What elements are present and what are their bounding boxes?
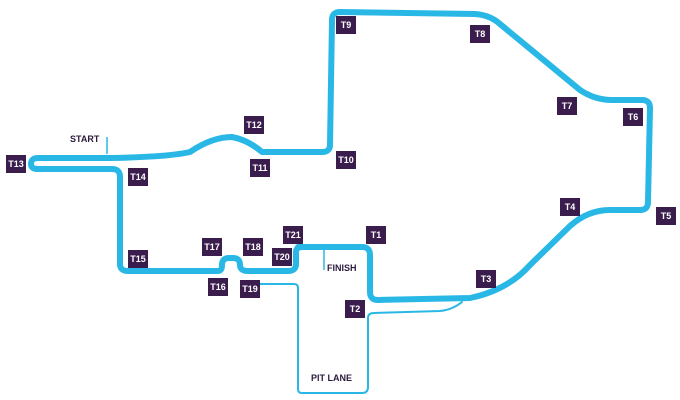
corner-t17: T17 [202,238,222,256]
corner-t1: T1 [366,226,386,244]
pit-lane-label: PIT LANE [311,373,353,383]
corner-t9: T9 [336,16,356,34]
finish-label: FINISH [327,263,357,273]
corner-t21: T21 [283,226,303,244]
pit-lane-path [240,283,463,394]
corner-t12: T12 [244,116,264,134]
corner-t11: T11 [250,159,270,177]
corner-t5: T5 [656,207,676,225]
track-path [28,9,653,303]
corner-t6: T6 [623,108,643,126]
corner-t15: T15 [128,250,148,268]
corner-t14: T14 [128,168,148,186]
corner-t3: T3 [476,270,496,288]
corner-t10: T10 [336,151,356,169]
corner-t13: T13 [6,155,26,173]
corner-t2: T2 [345,300,365,318]
corner-t4: T4 [560,198,580,216]
corner-t16: T16 [208,278,228,296]
corner-t20: T20 [272,248,292,266]
corner-t8: T8 [470,25,490,43]
corner-t18: T18 [243,238,263,256]
start-label: START [70,134,100,144]
corner-t19: T19 [240,280,260,298]
corner-t7: T7 [557,97,577,115]
